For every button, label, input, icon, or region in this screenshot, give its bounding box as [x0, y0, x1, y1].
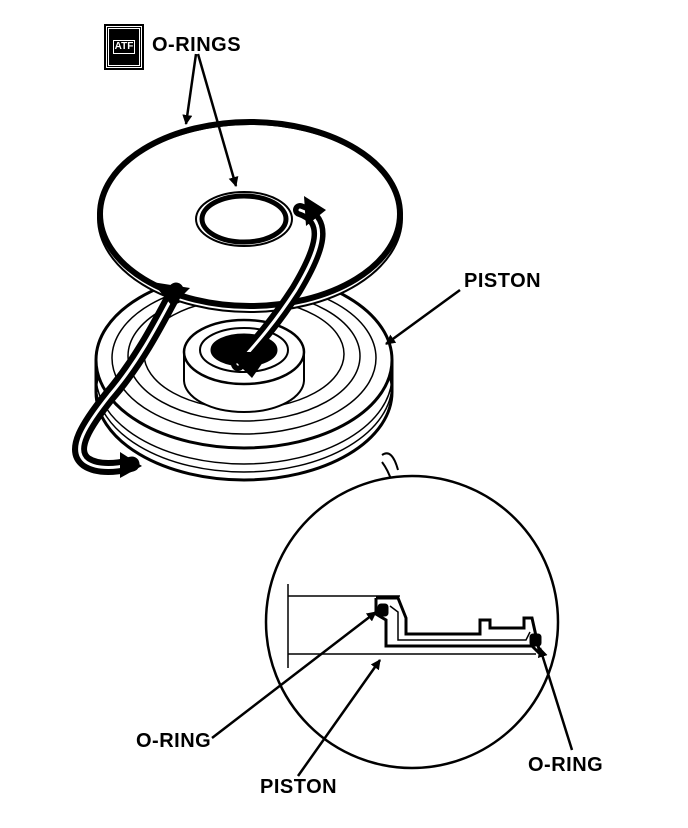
install-arrow-inner [226, 196, 326, 378]
o-rings-leaders [182, 53, 239, 187]
detail-leaders [211, 611, 574, 777]
o-ring-disc [97, 119, 403, 313]
label-o-ring-right: O-RING [528, 754, 604, 776]
o-ring-left-section [377, 603, 389, 617]
atf-badge-text: ATF [112, 40, 136, 54]
install-arrow-outer [72, 282, 190, 478]
atf-badge-icon: ATF [104, 24, 144, 70]
label-piston-top: PISTON [464, 270, 542, 292]
cross-section [287, 584, 542, 668]
label-o-rings: O-RINGS [152, 34, 242, 56]
detail-callout [264, 461, 560, 770]
label-piston-bottom: PISTON [260, 776, 338, 798]
piston-top-leader [385, 288, 461, 346]
label-o-ring-left: O-RING [136, 730, 212, 752]
o-ring-right-section [529, 633, 542, 647]
